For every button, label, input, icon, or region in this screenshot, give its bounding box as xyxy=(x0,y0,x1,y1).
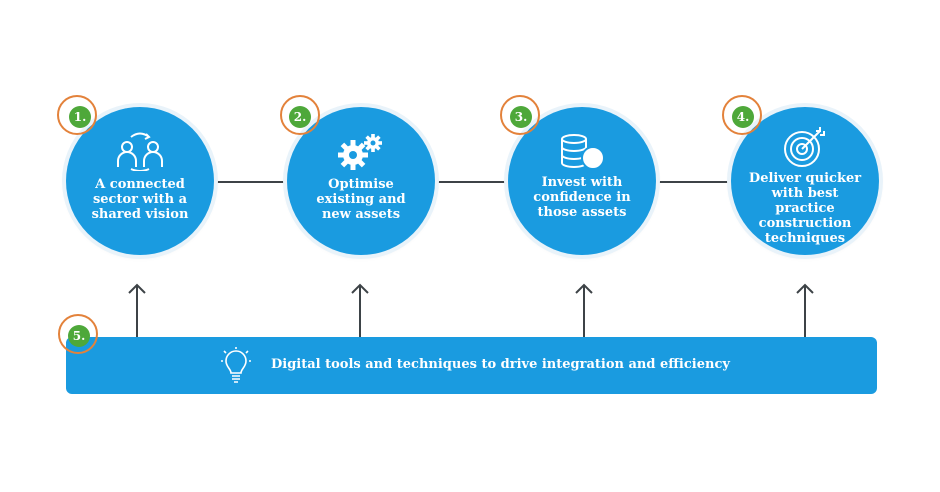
step-3-circle: Invest with confidence in those assets xyxy=(508,107,656,255)
step-4-badge: 4. xyxy=(732,106,754,128)
gears-icon xyxy=(331,131,391,175)
step-5-badge-ring xyxy=(58,314,98,354)
step-1-circle: A connected sector with a shared vision xyxy=(66,107,214,255)
step-1-badge-ring xyxy=(57,95,97,135)
foundation-bar xyxy=(66,337,877,394)
step-4-badge-ring xyxy=(722,95,762,135)
step-2-badge-ring xyxy=(280,95,320,135)
coins-stack-icon xyxy=(552,131,612,177)
step-3-badge-ring xyxy=(500,95,540,135)
foundation-label: Digital tools and techniques to drive in… xyxy=(271,357,730,372)
arrow-up-4 xyxy=(796,283,814,339)
arrow-up-3 xyxy=(575,283,593,339)
step-2-label: Optimise existing and new assets xyxy=(316,177,406,222)
step-1-badge: 1. xyxy=(69,106,91,128)
step-3-badge: 3. xyxy=(510,106,532,128)
step-4-circle: Deliver quicker with best practice const… xyxy=(731,107,879,255)
connector-line-3-4 xyxy=(654,181,734,183)
people-connected-icon xyxy=(110,131,170,175)
connector-line-2-3 xyxy=(433,181,511,183)
step-4-label: Deliver quicker with best practice const… xyxy=(748,171,862,246)
lightbulb-icon xyxy=(221,347,251,389)
arrow-up-2 xyxy=(351,283,369,339)
step-3-label: Invest with confidence in those assets xyxy=(533,175,631,220)
connector-line-1-2 xyxy=(212,181,290,183)
arrow-up-1 xyxy=(128,283,146,339)
step-2-circle: Optimise existing and new assets xyxy=(287,107,435,255)
target-icon xyxy=(780,125,830,173)
step-5-badge: 5. xyxy=(68,325,90,347)
step-1-label: A connected sector with a shared vision xyxy=(91,177,189,222)
step-2-badge: 2. xyxy=(289,106,311,128)
